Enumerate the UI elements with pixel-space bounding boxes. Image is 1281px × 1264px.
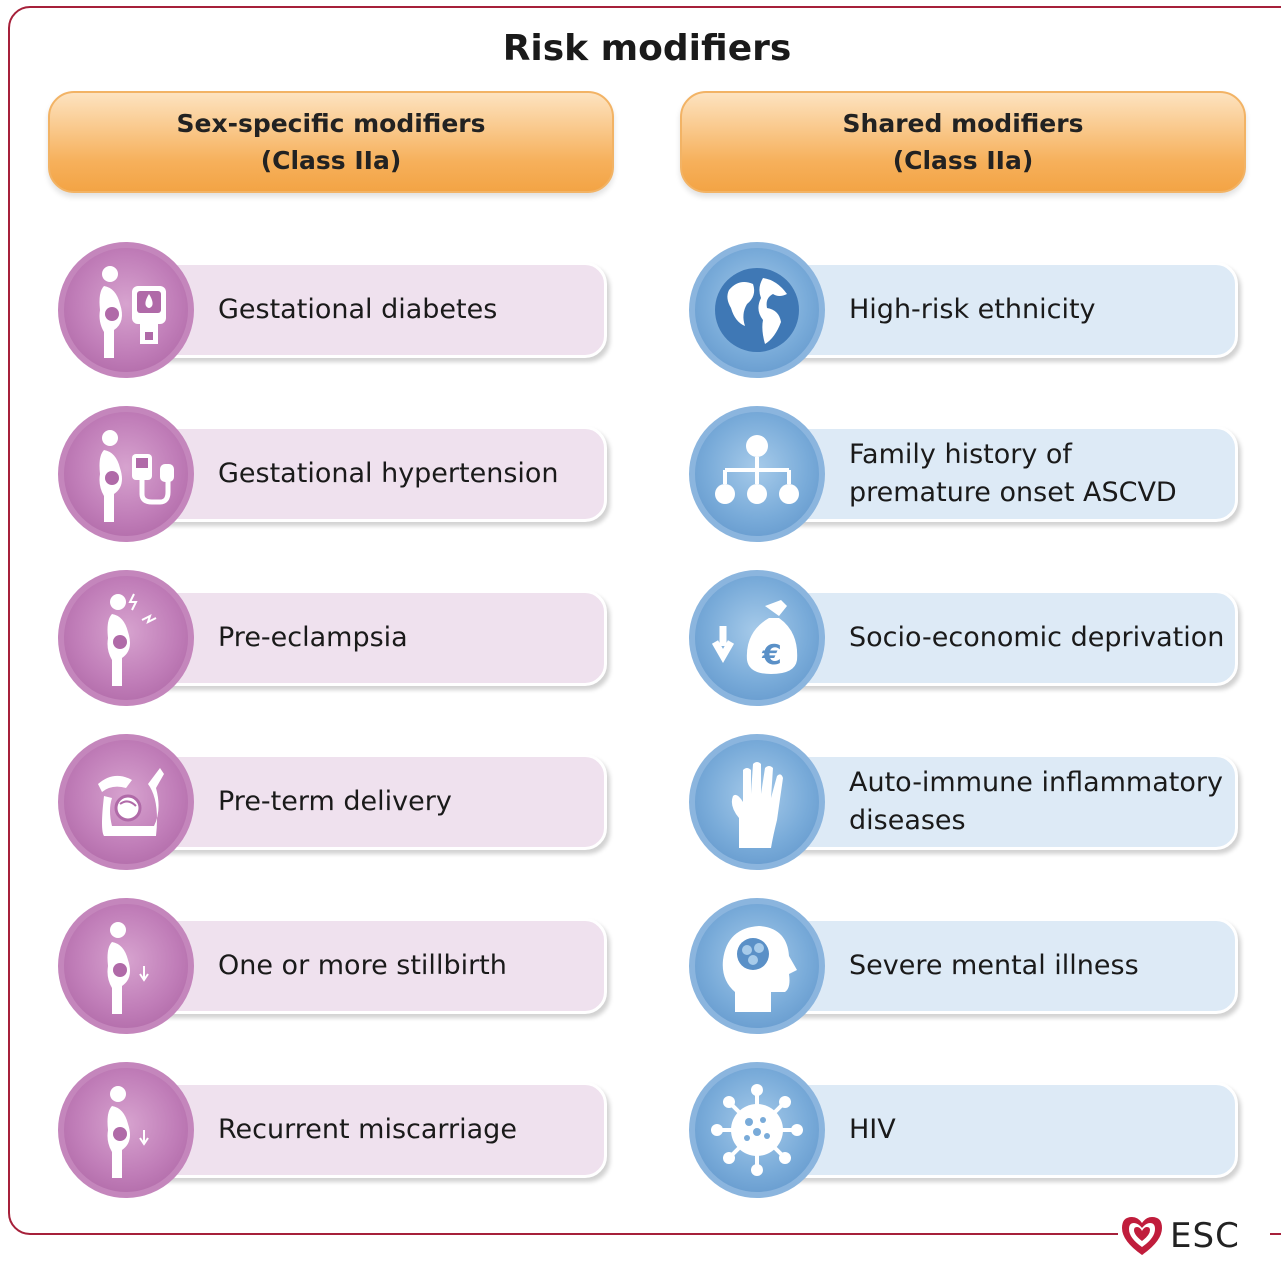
family-tree-icon <box>689 406 825 542</box>
modifier-stillbirth: One or more stillbirth <box>58 896 618 1036</box>
shared-header-class: (Class IIa) <box>892 146 1034 175</box>
modifier-pill <box>123 1082 607 1178</box>
pregnant-down-arrow-icon <box>58 1062 194 1198</box>
modifier-socio-economic: € Socio-economic deprivation <box>689 568 1249 708</box>
modifier-pill <box>123 918 607 1014</box>
modifier-label: Socio-economic deprivation <box>849 622 1225 653</box>
modifier-label: High-risk ethnicity <box>849 294 1096 325</box>
brain-head-icon <box>689 898 825 1034</box>
modifier-pre-eclampsia: Pre-eclampsia <box>58 568 618 708</box>
modifier-recurrent-miscarriage: Recurrent miscarriage <box>58 1060 618 1200</box>
shared-header: Shared modifiers (Class IIa) <box>680 91 1246 193</box>
pregnant-pain-icon <box>58 570 194 706</box>
modifier-pre-term-delivery: Pre-term delivery <box>58 732 618 872</box>
pregnant-down-arrow-icon <box>58 898 194 1034</box>
modifier-label: Gestational diabetes <box>218 294 498 325</box>
modifier-pill <box>123 754 607 850</box>
modifier-gestational-diabetes: Gestational diabetes <box>58 240 618 380</box>
modifier-label: One or more stillbirth <box>218 950 507 981</box>
svg-text:€: € <box>761 638 781 671</box>
pregnant-blood-pressure-icon <box>58 406 194 542</box>
sex-specific-header-class: (Class IIa) <box>260 146 402 175</box>
modifier-label: Auto-immune inflammatory diseases <box>849 767 1223 836</box>
esc-logo-text: ESC <box>1170 1216 1240 1256</box>
modifier-label: Recurrent miscarriage <box>218 1114 517 1145</box>
preterm-baby-icon <box>58 734 194 870</box>
modifier-gestational-hypertension: Gestational hypertension <box>58 404 618 544</box>
modifier-family-history: Family history of premature onset ASCVD <box>689 404 1249 544</box>
sex-specific-header: Sex-specific modifiers (Class IIa) <box>48 91 614 193</box>
modifier-label: Severe mental illness <box>849 950 1139 981</box>
modifier-label: Pre-term delivery <box>218 786 452 817</box>
modifier-label: Family history of premature onset ASCVD <box>849 439 1177 508</box>
sex-specific-header-title: Sex-specific modifiers <box>176 109 486 138</box>
modifier-mental-illness: Severe mental illness <box>689 896 1249 1036</box>
modifier-label: HIV <box>849 1114 896 1145</box>
modifier-pill <box>123 426 607 522</box>
modifier-high-risk-ethnicity: High-risk ethnicity <box>689 240 1249 380</box>
modifier-pill <box>754 754 1238 850</box>
modifier-pill <box>754 1082 1238 1178</box>
modifier-pill <box>754 426 1238 522</box>
figure-frame <box>8 6 1281 1235</box>
modifier-pill <box>123 590 607 686</box>
esc-logo: ESC <box>1118 1212 1270 1260</box>
modifier-pill <box>754 590 1238 686</box>
modifier-label: Pre-eclampsia <box>218 622 408 653</box>
figure-title: Risk modifiers <box>502 28 792 69</box>
modifier-pill <box>754 918 1238 1014</box>
virus-icon <box>689 1062 825 1198</box>
modifier-auto-immune: Auto-immune inflammatory diseases <box>689 732 1249 872</box>
modifier-hiv: HIV <box>689 1060 1249 1200</box>
heart-icon <box>1122 1217 1162 1255</box>
globe-icon <box>689 242 825 378</box>
shared-header-title: Shared modifiers <box>842 109 1084 138</box>
modifier-label: Gestational hypertension <box>218 458 559 489</box>
hand-icon <box>689 734 825 870</box>
money-bag-euro-icon: € <box>689 570 825 706</box>
pregnant-glucometer-icon <box>58 242 194 378</box>
